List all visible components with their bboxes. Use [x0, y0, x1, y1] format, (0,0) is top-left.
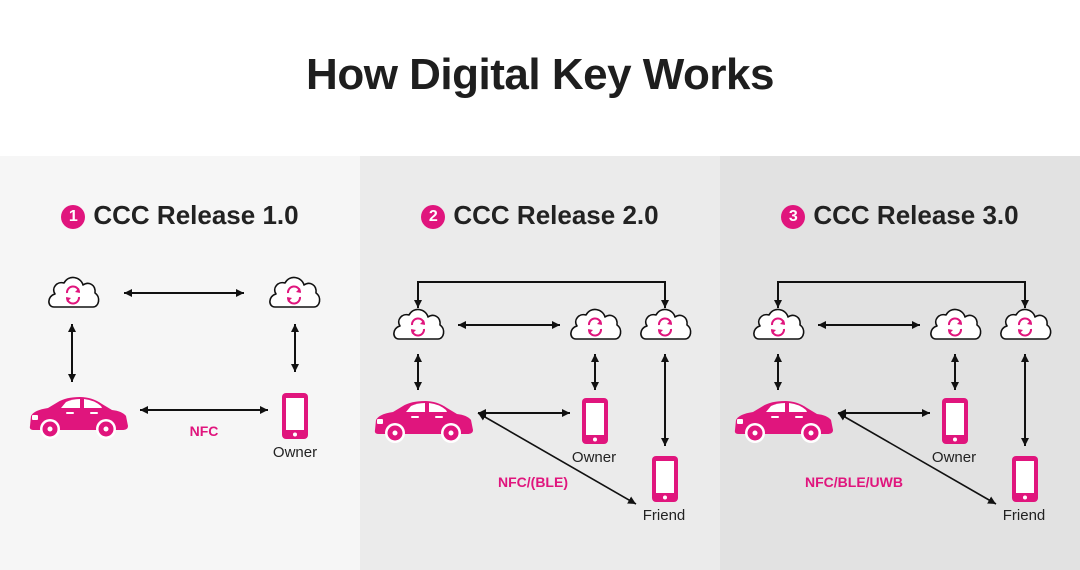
- diagram-release-2: NFC/(BLE) Owner Friend: [374, 281, 692, 524]
- panel-release-2: 2 CCC Release 2.0 NFC/(BLE) Owner Friend: [360, 156, 720, 570]
- cloud-sync-icon: [999, 308, 1052, 340]
- panel-release-3: 3 CCC Release 3.0 NFC/BLE/UWB Owner Frien…: [720, 156, 1080, 570]
- protocol-label: NFC/(BLE): [498, 474, 568, 490]
- cloud-sync-icon: [268, 276, 321, 308]
- smartphone-icon: [652, 456, 678, 502]
- cloud-sync-icon: [47, 276, 100, 308]
- step-number-badge: 3: [781, 205, 806, 229]
- smartphone-icon: [942, 398, 968, 444]
- friend-label: Friend: [1003, 507, 1046, 524]
- step-number-badge: 1: [61, 205, 86, 229]
- car-friend-arrow: [477, 412, 637, 505]
- protocol-label: NFC: [190, 423, 219, 439]
- cloud-sync-icon: [392, 308, 445, 340]
- smartphone-icon: [582, 398, 608, 444]
- car-icon: [29, 397, 128, 439]
- owner-label: Owner: [932, 449, 976, 466]
- friend-label: Friend: [643, 507, 686, 524]
- panel-title: 1 CCC Release 1.0: [0, 200, 360, 231]
- smartphone-icon: [282, 393, 308, 439]
- car-icon: [374, 401, 473, 443]
- car-icon: [734, 401, 833, 443]
- panel-title: 3 CCC Release 3.0: [720, 200, 1080, 231]
- panel-title-text: CCC Release 3.0: [813, 200, 1019, 230]
- smartphone-icon: [1012, 456, 1038, 502]
- owner-label: Owner: [273, 444, 317, 461]
- panel-release-1: 1 CCC Release 1.0 NFC Owner: [0, 156, 360, 570]
- cloud-sync-icon: [569, 308, 622, 340]
- page-title: How Digital Key Works: [306, 50, 774, 99]
- panel-title: 2 CCC Release 2.0: [360, 200, 720, 231]
- car-friend-arrow: [837, 412, 997, 505]
- cloud-sync-icon: [752, 308, 805, 340]
- step-number-badge: 2: [421, 205, 446, 229]
- diagram-release-3: NFC/BLE/UWB Owner Friend: [734, 281, 1052, 524]
- cloud-bracket-arrow: [774, 281, 1029, 308]
- cloud-bracket-arrow: [414, 281, 669, 308]
- owner-label: Owner: [572, 449, 616, 466]
- panel-title-text: CCC Release 2.0: [453, 200, 659, 230]
- cloud-sync-icon: [929, 308, 982, 340]
- protocol-label: NFC/BLE/UWB: [805, 474, 903, 490]
- cloud-sync-icon: [639, 308, 692, 340]
- panel-title-text: CCC Release 1.0: [93, 200, 299, 230]
- diagram-release-1: NFC Owner: [29, 276, 321, 461]
